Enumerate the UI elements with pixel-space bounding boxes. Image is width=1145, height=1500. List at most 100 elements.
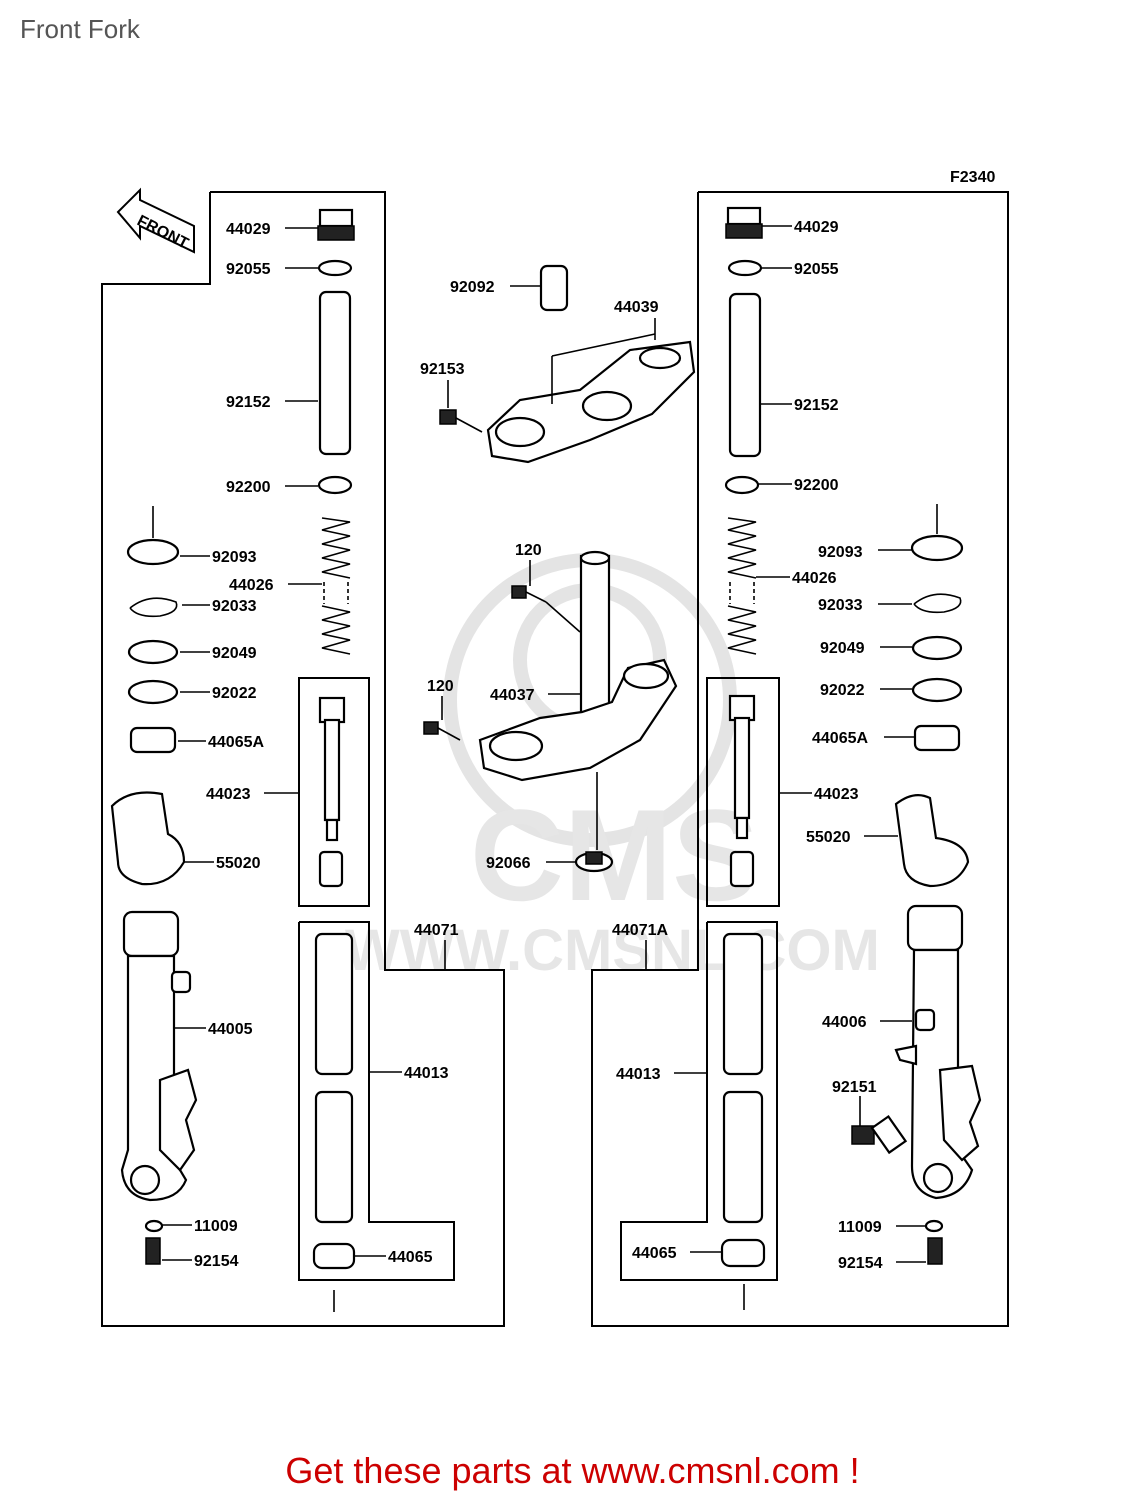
label-left-44005: 44005: [208, 1021, 253, 1038]
right-cap-bolt-44029: [725, 206, 763, 239]
left-washer-92022: [127, 679, 179, 705]
label-right-92033: 92033: [818, 597, 863, 614]
label-right-92152: 92152: [794, 397, 839, 414]
label-left-92049: 92049: [212, 645, 257, 662]
right-seal-92093: [910, 534, 964, 562]
left-seal-92093: [126, 538, 180, 566]
label-left-44029: 44029: [226, 221, 271, 238]
label-left-44065: 44065: [388, 1249, 433, 1266]
page-title: Front Fork: [20, 14, 140, 44]
right-pipe-92152: [728, 292, 762, 458]
label-left-11009: 11009: [194, 1218, 238, 1235]
left-inner-tube-44013: [314, 932, 354, 1224]
label-left-92033: 92033: [212, 598, 257, 615]
label-right-44006: 44006: [822, 1014, 867, 1031]
right-bushing-44065A: [913, 724, 961, 752]
front-direction-arrow: FRONT: [116, 187, 195, 254]
label-center-120a: 120: [515, 542, 542, 559]
label-left-44013: 44013: [404, 1065, 449, 1082]
left-bolt-92154: [145, 1237, 161, 1265]
right-inner-tube-44013: [722, 932, 764, 1224]
label-right-92049: 92049: [820, 640, 865, 657]
right-44071A-box: [620, 921, 778, 1281]
label-center-92153: 92153: [420, 361, 465, 378]
right-o-ring-92055: [727, 259, 763, 277]
left-bushing-44065A: [129, 726, 177, 754]
right-bolt-92154: [927, 1237, 943, 1265]
right-44023-box: [706, 677, 780, 907]
center-bolt-120a: [511, 585, 547, 603]
watermark-logo: CMS WWW.CMSNL.COM: [345, 553, 880, 983]
right-bushing-44065: [720, 1238, 766, 1268]
label-left-92152: 92152: [226, 394, 271, 411]
label-left-92055: 92055: [226, 261, 271, 278]
left-washer-11009: [144, 1219, 164, 1233]
leader-lines: [162, 225, 926, 1263]
left-damper-44023: [318, 696, 346, 888]
left-spring-44026: [321, 517, 351, 655]
label-left-44071: 44071: [414, 922, 459, 939]
figure-code: F2340: [950, 169, 995, 186]
label-right-55020: 55020: [806, 829, 851, 846]
footer-link-text[interactable]: Get these parts at www.cmsnl.com !: [285, 1450, 860, 1491]
label-left-92200: 92200: [226, 479, 271, 496]
label-right-92093: 92093: [818, 544, 863, 561]
left-washer-92200: [317, 475, 353, 495]
label-right-92151: 92151: [832, 1079, 877, 1096]
label-right-92055: 92055: [794, 261, 839, 278]
label-right-44013: 44013: [616, 1066, 661, 1083]
left-o-ring-92055: [317, 259, 353, 277]
right-washer-92200: [724, 475, 760, 495]
label-right-44065A: 44065A: [812, 730, 868, 747]
label-left-92154: 92154: [194, 1253, 239, 1270]
center-nut-92066: [574, 851, 614, 873]
right-circlip-92033: [913, 593, 962, 614]
label-left-92022: 92022: [212, 685, 257, 702]
label-center-92066: 92066: [486, 855, 531, 872]
right-outer-tube-44006: [894, 904, 982, 1200]
label-right-44023: 44023: [814, 786, 859, 803]
right-spring-44026: [727, 517, 757, 655]
label-right-44029: 44029: [794, 219, 839, 236]
label-left-44023: 44023: [206, 786, 251, 803]
right-fork-frame: [591, 191, 1009, 1327]
left-fork-frame: [101, 191, 505, 1327]
left-outer-tube-44005: [120, 910, 198, 1202]
center-upper-bracket-44039: [486, 340, 696, 464]
left-bushing-44065: [312, 1242, 356, 1270]
right-protector-55020: [894, 793, 970, 888]
center-stem-44037: [478, 550, 678, 782]
label-center-44037: 44037: [490, 687, 535, 704]
left-pipe-92152: [318, 290, 352, 456]
center-collar-92092: [539, 264, 569, 312]
label-center-44039: 44039: [614, 299, 659, 316]
label-left-55020: 55020: [216, 855, 261, 872]
label-right-92022: 92022: [820, 682, 865, 699]
part-labels: 44029 92055 92152 92200 92093 44026 9203…: [194, 219, 883, 1272]
center-bolt-120b: [423, 721, 461, 741]
label-center-92092: 92092: [450, 279, 495, 296]
label-right-44071A: 44071A: [612, 922, 668, 939]
watermark-cms: CMS: [470, 782, 759, 928]
left-44071-box: [298, 921, 455, 1281]
left-seal-92049: [127, 639, 179, 665]
right-bolt-92151: [851, 1114, 908, 1155]
left-cap-bolt-44029: [317, 208, 355, 241]
left-protector-55020: [110, 791, 186, 886]
left-circlip-92033: [129, 597, 178, 618]
front-fork-diagram: CMS WWW.CMSNL.COM F2340 FRONT: [101, 169, 1009, 1327]
label-left-92093: 92093: [212, 549, 257, 566]
label-right-92200: 92200: [794, 477, 839, 494]
label-right-44026: 44026: [792, 570, 837, 587]
label-right-44065: 44065: [632, 1245, 677, 1262]
label-left-44065A: 44065A: [208, 734, 264, 751]
label-left-44026: 44026: [229, 577, 274, 594]
right-seal-92049: [911, 635, 963, 661]
left-44023-box: [298, 677, 370, 907]
center-bolt-92153: [439, 409, 483, 433]
watermark-url: WWW.CMSNL.COM: [345, 918, 880, 983]
label-center-120b: 120: [427, 678, 454, 695]
label-right-11009: 11009: [838, 1219, 882, 1236]
label-right-92154: 92154: [838, 1255, 883, 1272]
right-washer-92022: [911, 677, 963, 703]
